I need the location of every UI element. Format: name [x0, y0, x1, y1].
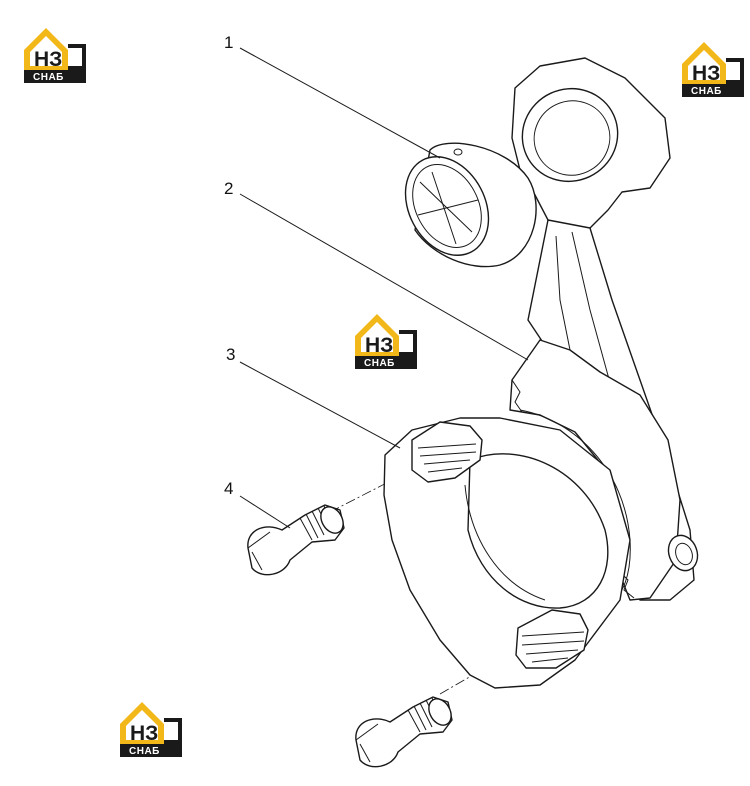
logo-letters: НЗ: [692, 62, 720, 85]
bolt-icon: [355, 696, 453, 768]
connecting-rod-icon: [509, 57, 699, 601]
logo-letters: НЗ: [34, 48, 62, 71]
brand-logo: НЗ СНАБ: [355, 314, 417, 369]
callout-4: 4: [224, 479, 233, 498]
bushing-icon: [404, 142, 537, 268]
leader-lines: [239, 47, 529, 529]
callout-2: 2: [224, 179, 233, 198]
brand-logo: НЗ СНАБ: [682, 42, 744, 97]
logo-letters: НЗ: [365, 334, 393, 357]
logo-subtitle: СНАБ: [129, 746, 160, 757]
brand-logo: НЗ СНАБ: [24, 28, 86, 83]
logo-subtitle: СНАБ: [33, 72, 64, 83]
logo-subtitle: СНАБ: [364, 358, 395, 369]
bolt-icon: [247, 504, 345, 576]
logo-letters: НЗ: [130, 722, 158, 745]
rod-cap-icon: [383, 417, 631, 689]
callout-3: 3: [226, 345, 235, 364]
brand-logo: НЗ СНАБ: [120, 702, 182, 757]
callout-1: 1: [224, 33, 233, 52]
logo-subtitle: СНАБ: [691, 86, 722, 97]
